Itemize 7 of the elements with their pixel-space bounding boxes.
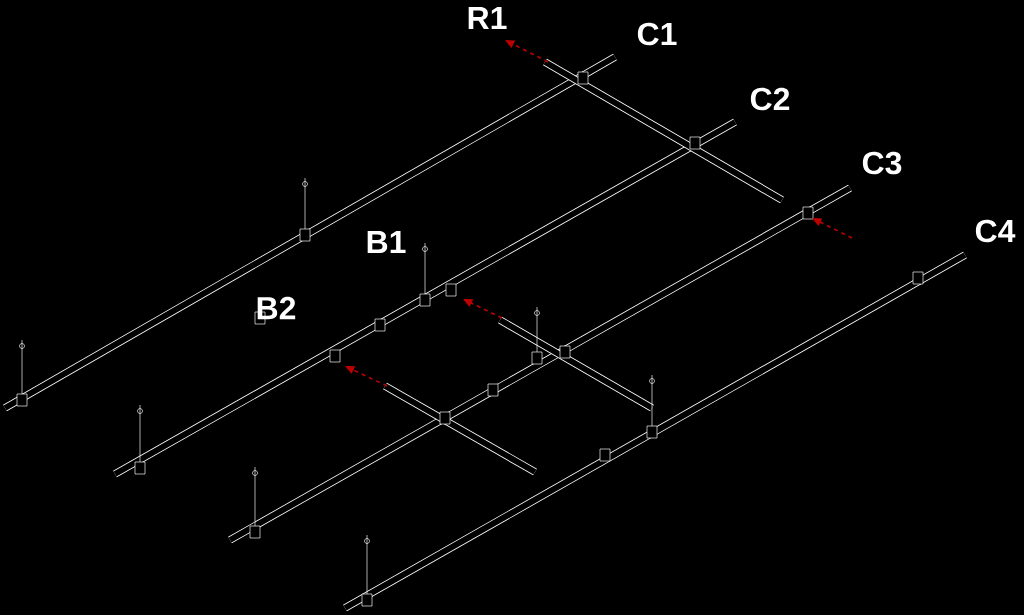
part-label: C1 <box>637 22 677 46</box>
part-label: B1 <box>367 231 406 253</box>
part-label: C3 <box>862 151 902 175</box>
part-label: R1 <box>468 7 507 29</box>
part-label: C4 <box>975 219 1016 243</box>
part-label: C2 <box>750 87 790 111</box>
part-label: B2 <box>257 296 296 320</box>
